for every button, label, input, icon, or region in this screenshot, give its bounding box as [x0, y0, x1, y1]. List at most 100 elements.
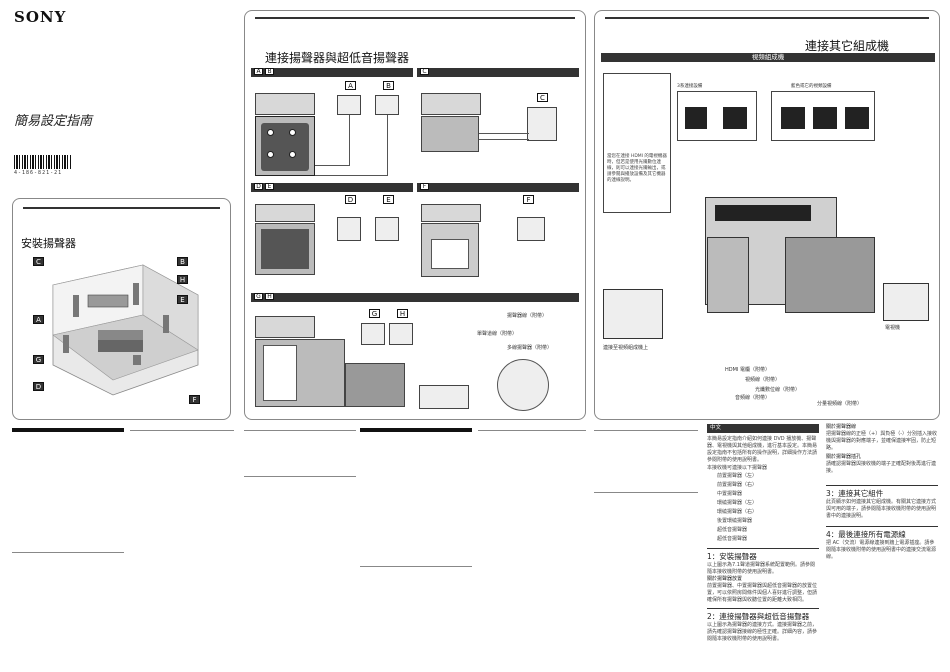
speaker-f — [517, 217, 545, 241]
speaker-h — [389, 323, 413, 345]
diagram-tag-e: E — [383, 195, 394, 204]
chinese-section-right: 關於揚聲器線 把揚聲器線的正極（+）與負極（-）分別插入接收機與揚聲器的對應端子… — [826, 424, 938, 561]
speaker-list-6: 超低音揚聲器 — [717, 527, 748, 533]
receiver-gh — [255, 316, 315, 338]
bar-tag-d: D — [254, 183, 263, 190]
speaker-b — [375, 95, 399, 115]
label-speaker-cable: 揚聲器線（附帶） — [507, 313, 548, 319]
step1-sub: 關於揚聲器放置 — [707, 576, 743, 582]
step2-body: 以上圖示為揚聲器的連接方式。連接揚聲器之前，請先確認揚聲器接線的極性正確。詳細內… — [707, 622, 818, 642]
guide-title: 簡易設定指南 — [14, 114, 93, 129]
speaker-d — [337, 217, 361, 241]
speaker-a — [337, 95, 361, 115]
step4-title: 4：最後連接所有電源線 — [826, 526, 938, 540]
intro-text: 本簡易設定指南介紹如何連接 DVD 播放機、揚聲器、電視機與其他組成機，進行基本… — [707, 436, 818, 463]
right-col-body1: 把揚聲器線的正極（+）與負極（-）分別插入接收機與揚聲器的對應端子，並確保連接牢… — [826, 431, 937, 451]
right-col-head2: 關於揚聲器插孔 — [826, 454, 862, 460]
diagram-tag-b: B — [383, 81, 394, 90]
speaker-placement-panel: 安裝揚聲器 C A G D B H E F — [12, 198, 231, 420]
step3-body: 此頁顯示如何連接其它組成機。有關其它連接方式與可用的端子，請參閱隨本接收機附帶的… — [826, 499, 937, 519]
speaker-list-4: 環繞揚聲器（右） — [717, 509, 758, 515]
label-mono-cable: 單聲道線（附帶） — [477, 331, 518, 337]
list-header: 本接收機可連接以下揚聲器 — [707, 465, 768, 471]
tv — [883, 283, 929, 321]
bar-tag-g: G — [254, 293, 263, 300]
device-group-1-label: 3系連接設備 — [677, 84, 703, 89]
speaker-tag-a: A — [33, 315, 44, 324]
right-col-body2: 請確認揚聲器與接收機的端子正確配對後再進行連接。 — [826, 461, 937, 474]
speaker-tag-e: E — [177, 295, 188, 304]
diagram-tag-f: F — [523, 195, 534, 204]
label-audio-cable: 音頻線（附帶） — [735, 395, 771, 401]
terminal-closeup-gh — [497, 359, 549, 411]
bar-c: C — [417, 68, 579, 77]
bar-tag-f: F — [420, 183, 429, 190]
speaker-tag-f: F — [189, 395, 200, 404]
step1-sub-body: 前置揚聲器、中置揚聲器與超低音揚聲器的放置位置，可以依照房間條件與個人喜好進行調… — [707, 583, 818, 603]
bar-tag-h: H — [265, 293, 274, 300]
speaker-tag-b: B — [177, 257, 188, 266]
bar-tag-e: E — [265, 183, 274, 190]
diagram-tag-h: H — [397, 309, 408, 318]
speaker-c — [527, 107, 557, 141]
diagram-tag-g: G — [369, 309, 380, 318]
lower-rule-1 — [12, 428, 124, 432]
speaker-tag-g: G — [33, 355, 44, 364]
speaker-tag-h: H — [177, 275, 188, 284]
speaker-tag-d: D — [33, 382, 44, 391]
label-dvd-note: 連接至視頻組成機上 — [603, 345, 649, 351]
step3-title: 3：連接其它組件 — [826, 485, 938, 499]
receiver-ab — [255, 93, 315, 115]
speaker-list-5: 後置環繞揚聲器 — [717, 518, 753, 524]
video-components-label: 視頻組成機 — [751, 53, 785, 61]
device-group-2-label: 藍色或它的視頻設備 — [791, 84, 832, 89]
device-group-1 — [677, 91, 757, 141]
room-illustration — [52, 264, 199, 396]
label-video-cable: 視頻線（附帶） — [745, 377, 781, 383]
speaker-panel-title: 安裝揚聲器 — [21, 237, 76, 250]
speaker-list-0: 前置揚聲器（左） — [717, 473, 758, 479]
step4-body: 把 AC（交流）電源線連接到牆上電源插座。請參閱隨本接收機附帶的使用說明書中的連… — [826, 540, 937, 560]
step1-title: 1：安裝揚聲器 — [707, 548, 819, 562]
other-components-panel: 連接其它組成機 視頻組成機 當您在連接 HDMI 的電視機器時，但若是使用光纖數… — [594, 10, 940, 420]
device-group-2 — [771, 91, 875, 141]
lower-rule-2 — [360, 428, 472, 432]
note-text: 當您在連接 HDMI 的電視機器時，但若是使用光纖數位連線，則可以連接光纖輸出，… — [607, 154, 667, 183]
label-optical-cable: 光纖數位線（附帶） — [755, 387, 801, 393]
label-mono-speaker-cable: 多線揚聲器（附帶） — [507, 345, 553, 351]
bar-f: F — [417, 183, 579, 192]
diagram-tag-d: D — [345, 195, 356, 204]
speaker-g — [361, 323, 385, 345]
chinese-section: 中文 本簡易設定指南介紹如何連接 DVD 播放機、揚聲器、電視機與其他組成機，進… — [707, 424, 819, 643]
video-components-bar: 視頻組成機 — [601, 53, 935, 62]
label-tv: 電視機 — [885, 325, 901, 331]
dvd-device — [603, 289, 663, 339]
speaker-list-2: 中置揚聲器 — [717, 491, 743, 497]
speaker-list-1: 前置揚聲器（右） — [717, 482, 758, 488]
right-col-head1: 關於揚聲器線 — [826, 424, 857, 430]
step1-body: 以上圖示為7.1聲道揚聲器系統配置範例。請參閱隨本接收機附帶的使用說明書。 — [707, 562, 815, 575]
receiver-de — [255, 204, 315, 222]
diagram-tag-a: A — [345, 81, 356, 90]
label-component-cable: 分量視頻線（附帶） — [817, 401, 863, 407]
barcode-number: 4-186-821-21 — [14, 170, 63, 176]
speaker-list-3: 環繞揚聲器（左） — [717, 500, 758, 506]
bar-tag-c: C — [420, 68, 429, 75]
subwoofer — [419, 385, 469, 409]
speaker-list-7: 超低音揚聲器 — [717, 536, 748, 542]
lang-label: 中文 — [710, 425, 722, 431]
speaker-tag-c: C — [33, 257, 44, 266]
note-box: 當您在連接 HDMI 的電視機器時，但若是使用光纖數位連線，則可以連接光纖輸出，… — [603, 73, 671, 213]
speaker-e — [375, 217, 399, 241]
bar-tag-b: B — [265, 68, 274, 75]
receiver-f — [421, 204, 481, 222]
other-components-title: 連接其它組成機 — [805, 39, 890, 53]
connection-panel-title: 連接揚聲器與超低音揚聲器 — [265, 51, 410, 65]
step2-title: 2：連接揚聲器與超低音揚聲器 — [707, 608, 819, 622]
barcode — [14, 155, 72, 169]
receiver-c — [421, 93, 481, 115]
